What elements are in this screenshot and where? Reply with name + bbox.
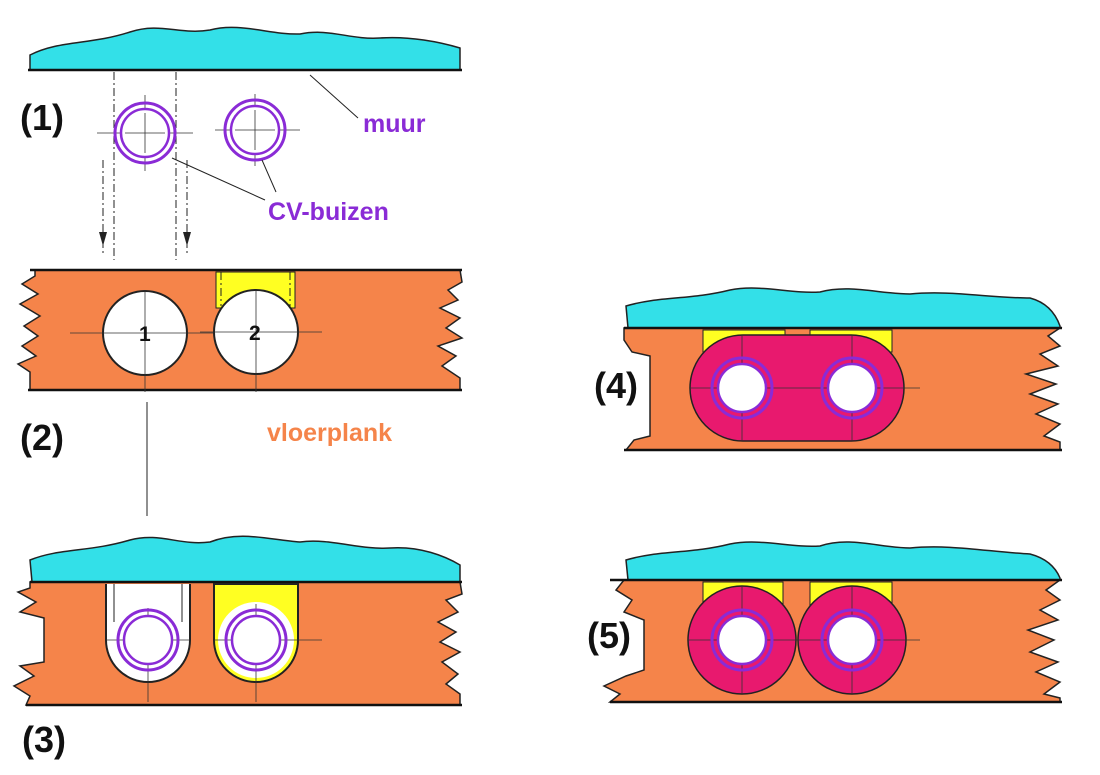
pipe-5-2 <box>820 608 884 672</box>
step-label-2: (2) <box>20 417 64 458</box>
wall-shape-1 <box>29 26 461 71</box>
hole-2: 2 <box>200 289 322 392</box>
wall-shape-4 <box>625 287 1061 329</box>
step-label-4: (4) <box>594 365 638 406</box>
panel-5: (5) <box>587 541 1063 704</box>
pipe-3-2 <box>214 604 322 702</box>
pipe-1 <box>97 95 193 171</box>
pipe-2 <box>215 94 300 166</box>
step-label-5: (5) <box>587 615 631 656</box>
pipe-4-2 <box>820 356 884 420</box>
hole-1: 1 <box>70 290 222 392</box>
step-label-3: (3) <box>22 719 66 760</box>
panel-2: 1 2 (2) vloerplank <box>16 268 464 516</box>
wall-label: muur <box>363 110 426 138</box>
step-label-1: (1) <box>20 97 64 138</box>
pipe-4-1 <box>710 356 774 420</box>
hole-number-1: 1 <box>139 323 151 346</box>
panel-1: (1) muur CV-buizen <box>20 26 462 260</box>
panel-3: (3) <box>12 535 463 760</box>
panel-4: (4) <box>594 287 1063 452</box>
pipe-3-1 <box>106 608 190 702</box>
hole-number-2: 2 <box>249 322 261 345</box>
wall-shape-3 <box>29 535 461 583</box>
pipes-label: CV-buizen <box>268 198 389 226</box>
floorboard-label: vloerplank <box>267 419 392 447</box>
wall-shape-5 <box>625 541 1061 581</box>
pipe-5-1 <box>710 608 774 672</box>
